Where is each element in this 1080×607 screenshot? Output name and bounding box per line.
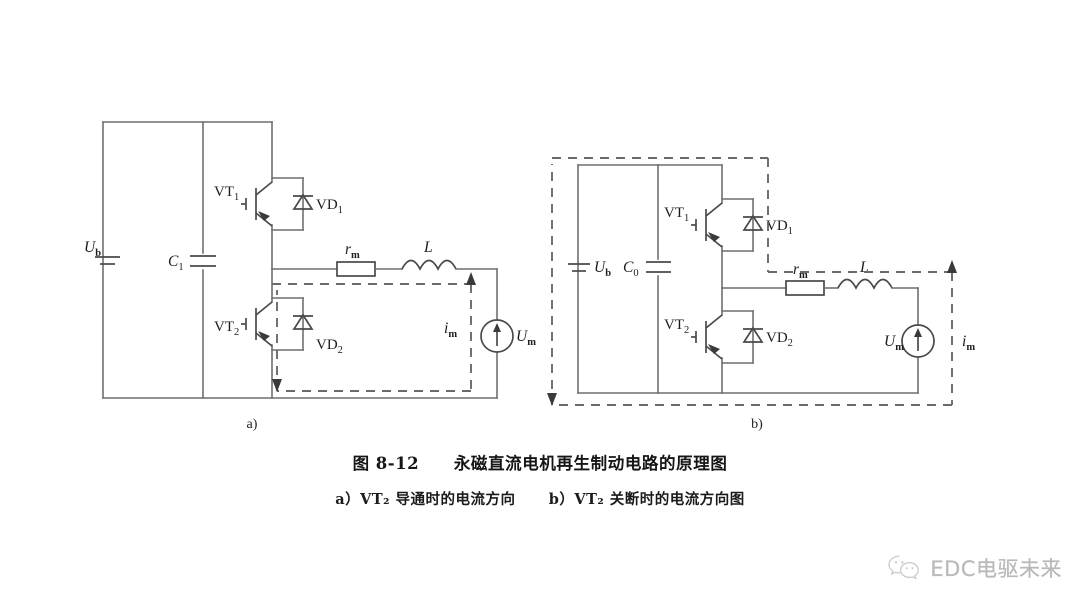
vt2-emitter-arrow-b (708, 344, 720, 354)
panel-a-cap-label: C1 (168, 253, 184, 273)
vt1-emitter-arrow (258, 211, 270, 221)
wechat-eyes (895, 561, 914, 570)
vd1-triangle-b (742, 214, 764, 231)
panel-b-battery-symbol (568, 263, 590, 272)
figure-number: 图 8-12 (352, 454, 420, 473)
vt1-collector-lead-b (705, 202, 723, 217)
emf-arrow-head (493, 323, 501, 332)
panel-b-vt1-label: VT1 (664, 205, 689, 224)
panel-a-igbt-vt1 (241, 181, 273, 227)
panel-b-circuit: Ub C0 VT1 (547, 157, 975, 432)
panel-a-vd1-label: VD1 (316, 197, 343, 216)
subcaption-b: b）VT₂ 关断时的电流方向图 (548, 490, 745, 508)
panel-b-diode-vd1 (721, 198, 764, 252)
subcaption-a: a）VT₂ 导通时的电流方向 (335, 490, 516, 508)
panel-b-tag: b) (751, 417, 763, 432)
panel-b-current-path (547, 157, 957, 406)
panel-b-source-label: Ub (594, 259, 611, 279)
panel-b-capacitor-symbol (646, 261, 671, 273)
emf-arrow-head-b (914, 328, 922, 337)
vd2-triangle (292, 313, 314, 330)
vt1-emitter-arrow-b (708, 232, 720, 242)
panel-b-im-label: im (962, 333, 975, 353)
panel-b-inductor-L (837, 278, 893, 290)
panel-b-vd2-label: VD2 (766, 330, 793, 349)
panel-b-Um-label: Um (884, 333, 904, 353)
panel-b-rm-label: rm (793, 261, 808, 281)
panel-a-diode-vd2 (271, 297, 314, 351)
vt2-emitter-arrow (258, 331, 270, 341)
panel-b-vt2-label: VT2 (664, 317, 689, 336)
panel-a-L-label: L (423, 239, 433, 256)
figure-subcaption: a）VT₂ 导通时的电流方向 b）VT₂ 关断时的电流方向图 (0, 488, 1080, 509)
figure-caption-main: 图 8-12 永磁直流电机再生制动电路的原理图 (0, 452, 1080, 477)
vt1-collector-lead (255, 181, 273, 196)
vt2-collector-lead-b (705, 314, 723, 329)
watermark: EDC电驱未来 (887, 553, 1062, 583)
panel-a-im-label: im (444, 320, 457, 340)
panel-a-vd2-label: VD2 (316, 337, 343, 356)
panel-a-battery-symbol (95, 256, 120, 265)
panel-b-emf-source (901, 324, 935, 358)
wechat-big-bubble (888, 555, 901, 576)
figure-caption-block: 图 8-12 永磁直流电机再生制动电路的原理图 a）VT₂ 导通时的电流方向 b… (0, 452, 1080, 509)
panel-a-current-path (272, 272, 476, 392)
panel-a-igbt-vt2 (241, 301, 273, 347)
panel-b-L-label: L (859, 259, 869, 276)
panel-b-diode-vd2 (721, 310, 764, 364)
panel-a-Um-label: Um (516, 328, 536, 348)
panel-b-cap-label: C0 (623, 259, 639, 279)
panel-a-vt1-label: VT1 (214, 184, 239, 203)
panel-b-resistor-rm (785, 280, 825, 296)
vd2-triangle-b (742, 326, 764, 343)
panel-a-emf-source (480, 319, 514, 353)
panel-a-source-label: Ub (84, 239, 101, 259)
wechat-small-bubble (900, 561, 920, 580)
vd1-triangle (292, 193, 314, 210)
panel-a-current-arrow-down (272, 379, 282, 392)
panel-b-igbt-vt1 (691, 202, 723, 248)
panel-b-current-arrow-down (547, 393, 557, 406)
figure-title: 永磁直流电机再生制动电路的原理图 (453, 454, 728, 473)
panel-a-circuit: Ub C1 VT1 (84, 121, 536, 432)
panel-b-vd1-label: VD1 (766, 218, 793, 237)
inductor-coils-b (837, 278, 893, 290)
panel-a-current-arrow-up (466, 272, 476, 285)
vt2-collector-lead (255, 301, 273, 316)
inductor-coils (401, 259, 457, 271)
panel-b-current-arrow-up (947, 260, 957, 273)
wechat-icon (888, 555, 920, 580)
panel-b-igbt-vt2 (691, 314, 723, 360)
panel-a-rm-label: rm (345, 241, 360, 261)
panel-a-inductor-L (401, 259, 457, 271)
panel-a-resistor-rm (336, 261, 376, 277)
panel-a-vt2-label: VT2 (214, 319, 239, 338)
watermark-text: EDC电驱未来 (930, 557, 1062, 581)
panel-a-capacitor-symbol (190, 255, 216, 267)
panel-a-tag: a) (247, 417, 258, 432)
panel-a-diode-vd1 (271, 177, 314, 231)
